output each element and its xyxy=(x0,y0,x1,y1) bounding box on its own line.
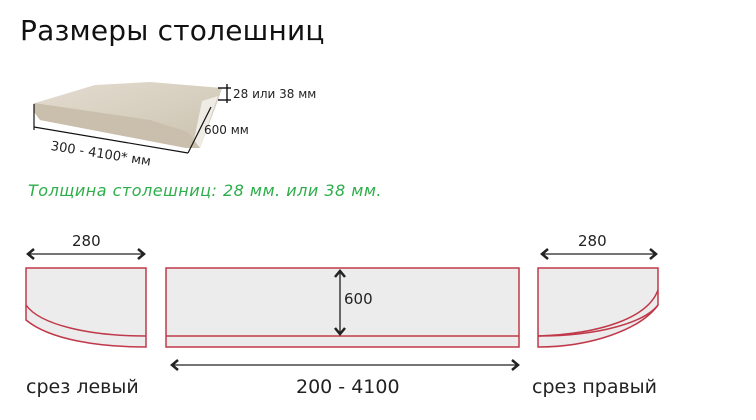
right-cut-caption: срез правый xyxy=(532,376,658,398)
thickness-dimension-marker xyxy=(218,84,231,103)
straight-piece xyxy=(165,267,520,348)
left-width-arrow xyxy=(26,248,146,260)
right-cut-piece xyxy=(537,267,659,348)
length-dimension-arrow xyxy=(33,104,189,154)
middle-depth-label: 600 xyxy=(344,290,373,308)
thickness-note: Толщина столешниц: 28 мм. или 38 мм. xyxy=(28,181,382,200)
right-width-arrow xyxy=(540,248,658,260)
middle-depth-arrow xyxy=(334,269,346,336)
middle-length-arrow xyxy=(170,359,520,371)
page-title: Размеры столешниц xyxy=(20,14,325,47)
left-cut-piece xyxy=(25,267,147,348)
depth-label: 600 мм xyxy=(204,123,249,137)
countertop-illustration xyxy=(34,82,222,148)
depth-dimension-arrow xyxy=(187,106,212,154)
middle-length-label: 200 - 4100 xyxy=(296,376,400,398)
right-width-label: 280 xyxy=(578,232,607,250)
left-width-label: 280 xyxy=(72,232,101,250)
thickness-label: 28 или 38 мм xyxy=(233,87,317,101)
left-cut-caption: срез левый xyxy=(26,376,139,398)
